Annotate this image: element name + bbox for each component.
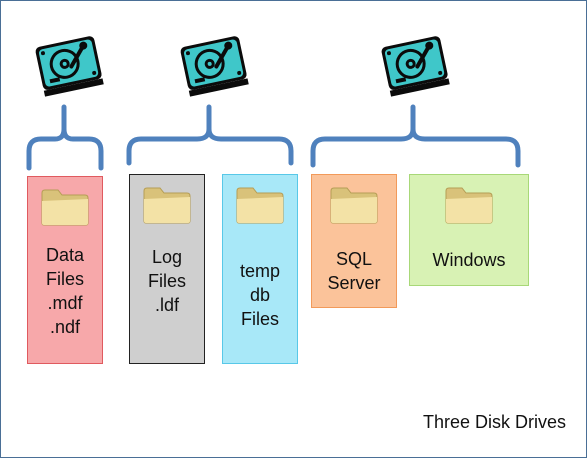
card-label: Data Files .mdf .ndf (45, 245, 85, 337)
hard-disk-drive-icon (180, 36, 249, 97)
card-label: Windows (432, 250, 506, 270)
hard-disk-drive-icon (35, 36, 104, 97)
card-label: SQL Server (327, 249, 381, 293)
brace-disk-3 (310, 104, 521, 168)
card-sql-server: SQL Server (311, 174, 397, 308)
folder-icon (41, 189, 89, 226)
card-label: Log Files .ldf (147, 247, 186, 315)
card-windows: Windows (409, 174, 529, 286)
folder-icon (236, 187, 284, 224)
diagram-caption: Three Disk Drives (422, 412, 566, 432)
card-data-files: Data Files .mdf .ndf (27, 176, 103, 364)
card-label: temp db Files (239, 261, 281, 329)
folder-icon (445, 187, 493, 224)
folder-icon (143, 187, 191, 224)
hard-disk-drive-icon (381, 36, 450, 97)
folder-icon (330, 187, 378, 224)
brace-disk-1 (26, 104, 104, 171)
brace-disk-2 (126, 104, 294, 166)
card-tempdb-files: temp db Files (222, 174, 298, 364)
card-log-files: Log Files .ldf (129, 174, 205, 364)
